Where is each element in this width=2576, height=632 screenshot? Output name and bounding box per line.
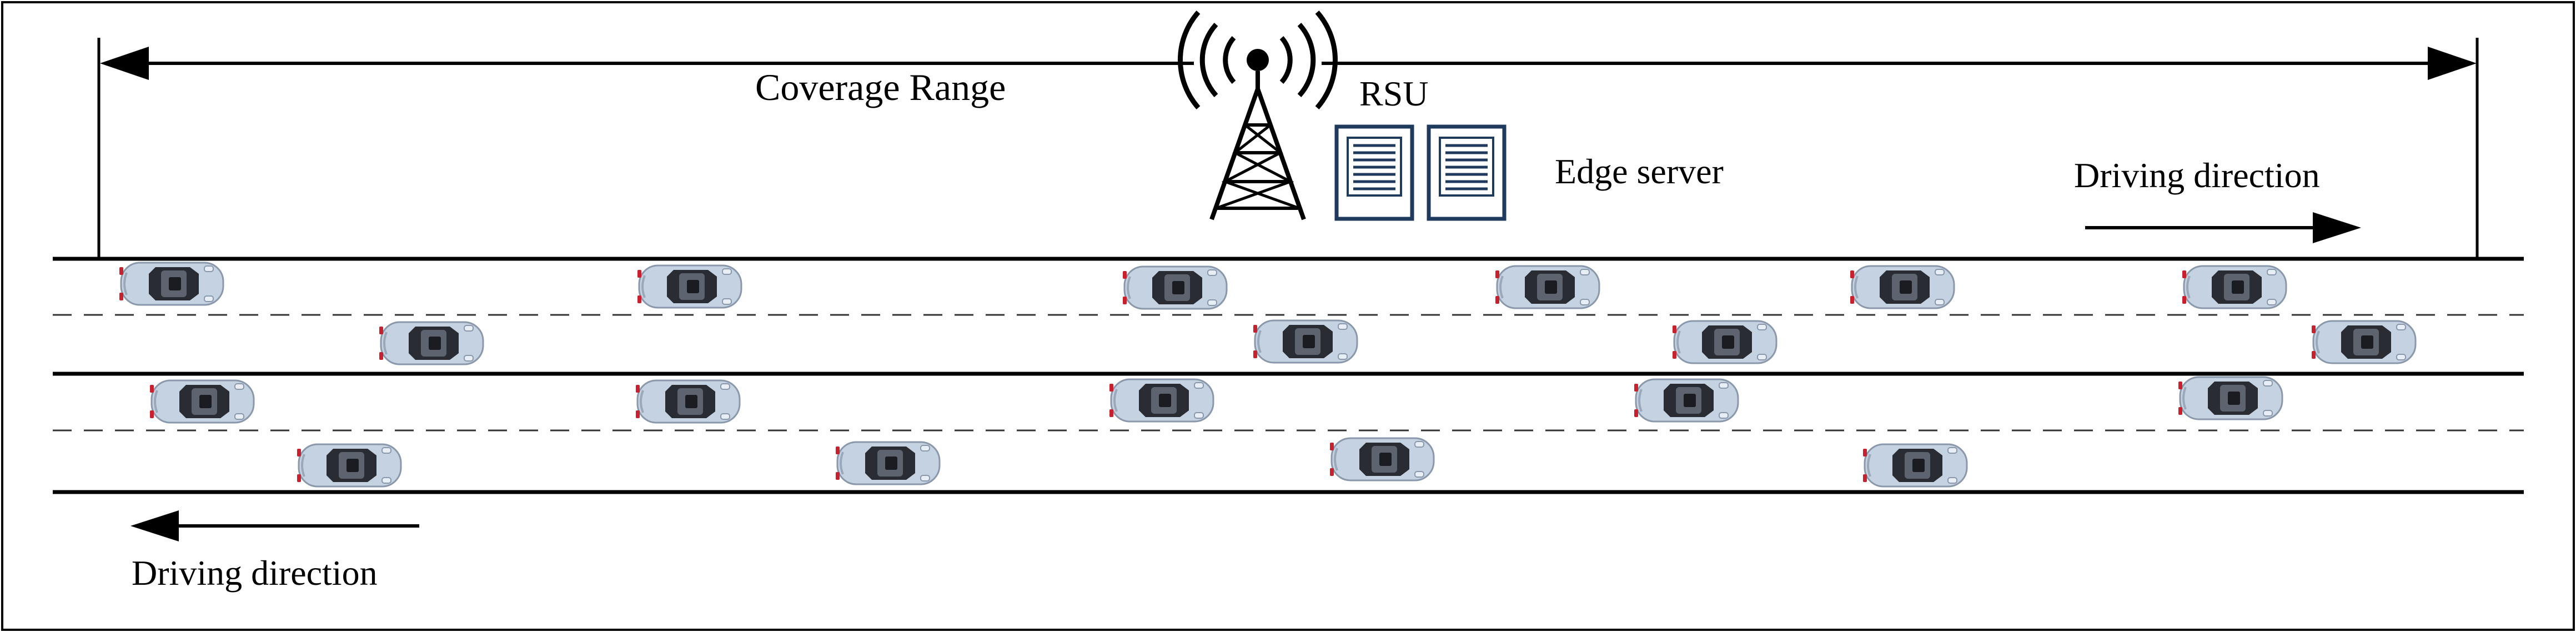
driving-direction-left-label: Driving direction (132, 553, 378, 593)
coverage-range-arrow (97, 38, 2479, 259)
vehicle (1329, 437, 1435, 481)
driving-direction-right-label: Driving direction (2074, 156, 2320, 195)
driving-direction-right-arrow (2085, 212, 2361, 243)
vehicle (149, 379, 255, 424)
vehicle (1122, 265, 1228, 310)
vehicle (2181, 265, 2287, 309)
vehicle (635, 379, 741, 424)
vehicle (1862, 443, 1968, 488)
vehicle (378, 321, 484, 365)
radio-tower-icon (1177, 11, 1338, 220)
vehicle (1252, 319, 1358, 364)
vehicle (296, 443, 402, 488)
vehicle (1108, 378, 1214, 423)
vehicle (1633, 378, 1739, 423)
server-rack-icon (1334, 124, 1414, 221)
vehicle (835, 441, 941, 485)
driving-direction-left-arrow (130, 510, 419, 541)
vehicle (2311, 320, 2417, 364)
vehicle (118, 262, 224, 306)
vehicle (1671, 320, 1777, 364)
vehicle (636, 264, 742, 309)
vehicle (1849, 265, 1955, 309)
vehicle (1494, 265, 1600, 309)
edge-server-label: Edge server (1555, 152, 1724, 191)
server-rack-icon (1427, 124, 1507, 221)
coverage-range-label: Coverage Range (755, 66, 1006, 108)
road (53, 257, 2524, 494)
rsu-label: RSU (1359, 74, 1429, 113)
vehicle (2177, 376, 2283, 420)
